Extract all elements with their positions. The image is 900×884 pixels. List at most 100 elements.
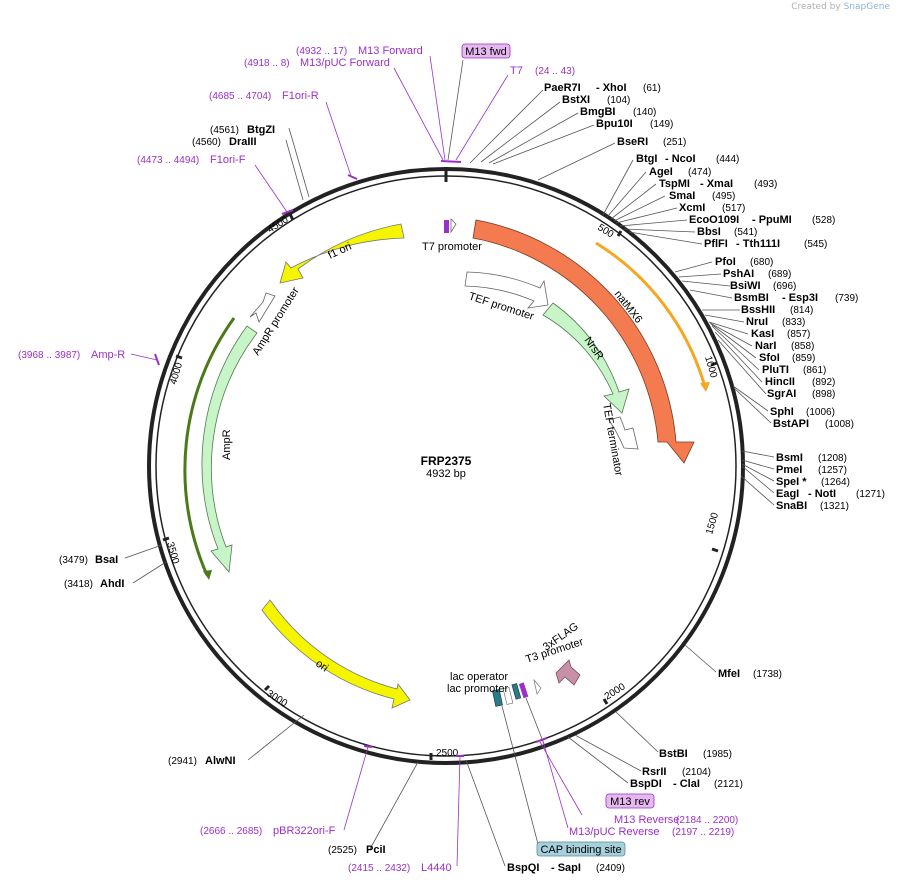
tick-1000: 1000: [702, 355, 719, 380]
site-bbsi-pos: (541): [734, 227, 757, 238]
lac-promoter-feature[interactable]: [502, 687, 514, 705]
site-tth111i-pos: (545): [804, 239, 827, 250]
site-bstbi: BstBI: [659, 748, 688, 760]
tick-2500: 2500: [436, 748, 459, 759]
f1-ori-feature[interactable]: [279, 223, 405, 284]
site-bstxi-pos: (104): [607, 95, 630, 106]
site-bsmi: BsmI: [776, 452, 803, 464]
site-pluti-pos: (861): [803, 365, 826, 376]
primer-leader-lines: [130, 55, 583, 867]
site-pmei: PmeI: [776, 464, 802, 476]
m13-rev-box[interactable]: [605, 793, 655, 809]
nrsr-feature[interactable]: [542, 302, 630, 414]
site-esp3i: - Esp3I: [782, 292, 818, 304]
cap-binding-feature[interactable]: [492, 688, 503, 707]
site-xhoi-pos: (61): [643, 83, 661, 94]
site-hincii-pos: (892): [812, 377, 835, 388]
site-xcmi-pos: (517): [722, 203, 745, 214]
tick-2000: 2000: [603, 681, 628, 702]
site-ncoi-pos: (444): [716, 154, 739, 165]
site-btgzi-pos: (4561): [210, 125, 239, 136]
amp-r-pos: (3968 .. 3987): [18, 350, 80, 361]
tick-marks: [162, 170, 719, 760]
site-snabi: SnaBI: [776, 500, 807, 512]
m13-rev-box-label: M13 rev: [610, 796, 650, 808]
site-xcmi: XcmI: [679, 202, 705, 214]
site-tth111i: - Tth111I: [736, 238, 780, 250]
site-bseri: BseRI: [617, 136, 648, 148]
site-smai: SmaI: [669, 190, 695, 202]
site-nrui: NruI: [746, 316, 768, 328]
natmx6-orf-arrowhead: [700, 382, 710, 392]
site-pmei-pos: (1257): [818, 465, 847, 476]
site-nari: NarI: [755, 340, 776, 352]
site-pfoi: PfoI: [715, 256, 736, 268]
site-clai-pos: (2121): [714, 779, 743, 790]
l4440-pos: (2415 .. 2432): [348, 863, 410, 874]
flag-feature[interactable]: [555, 659, 581, 686]
tick-1500: 1500: [704, 511, 721, 536]
site-pshai: PshAI: [723, 268, 754, 280]
tef-promoter-feature[interactable]: [464, 271, 549, 309]
site-btgi: BtgI: [636, 153, 657, 165]
site-btgzi: BtgZI: [247, 124, 275, 136]
m13-puc-reverse-pos: (2197 .. 2219): [672, 827, 734, 838]
site-smai-pos: (495): [712, 191, 735, 202]
site-alwni: AlwNI: [205, 755, 236, 767]
site-bspdi: BspDI: [630, 778, 662, 790]
site-rsrii-pos: (2104): [682, 767, 711, 778]
site-bsshii: BssHII: [741, 304, 775, 316]
site-bpu10i-pos: (149): [650, 119, 673, 130]
ampr-orf-arc: [183, 317, 236, 576]
site-clai: - ClaI: [673, 778, 700, 790]
m13-puc-reverse-name: M13/pUC Reverse: [569, 826, 659, 838]
plasmid-name: FRP2375: [421, 454, 472, 468]
natmx6-feature[interactable]: [472, 219, 695, 464]
site-bstbi-pos: (1985): [703, 749, 732, 760]
site-bseri-pos: (251): [663, 137, 686, 148]
f1ori-f-pos: (4473 .. 4494): [137, 155, 199, 166]
t7-promoter-feature[interactable]: [450, 218, 457, 234]
site-mfei-pos: (1738): [753, 669, 782, 680]
ampr-promoter-feature[interactable]: [249, 292, 276, 323]
tick-labels: 500 1000 1500 2000 2500 3000 3500 4000 4…: [164, 214, 721, 759]
m13-reverse-pos: (2184 .. 2200): [676, 815, 738, 826]
site-spei-pos: (1264): [821, 477, 850, 488]
ori-label: ori: [313, 658, 330, 675]
site-sapi-pos: (2409): [596, 863, 625, 874]
site-nari-pos: (858): [791, 341, 814, 352]
site-esp3i-pos: (739): [835, 293, 858, 304]
site-sgrai: SgrAI: [767, 388, 796, 400]
ampr-feature[interactable]: [201, 325, 258, 573]
m13-puc-forward-pos: (4918 .. 8): [244, 58, 290, 69]
natmx6-orf-arc: [595, 241, 707, 388]
site-bmgbi-pos: (140): [633, 107, 656, 118]
m13-reverse-name: M13 Reverse: [614, 814, 679, 826]
site-nrui-pos: (833): [782, 317, 805, 328]
site-sgrai-pos: (898): [812, 389, 835, 400]
ampr-orf-arrowhead: [203, 570, 212, 580]
cap-binding-box[interactable]: [536, 841, 626, 857]
ori-feature[interactable]: [261, 599, 411, 709]
tick-500: 500: [595, 222, 615, 240]
site-ppumi: - PpuMI: [752, 214, 792, 226]
tef-terminator-feature[interactable]: [608, 416, 639, 450]
site-mfei: MfeI: [718, 668, 740, 680]
site-noti: - NotI: [808, 488, 836, 500]
m13-fwd-box[interactable]: [461, 43, 511, 59]
lac-operator-label: lac operator: [450, 671, 508, 683]
site-bpu10i: Bpu10I: [596, 118, 633, 130]
site-draiii: DraIII: [229, 136, 257, 148]
site-pfoi-pos: (680): [750, 257, 773, 268]
site-sphi: SphI: [770, 406, 794, 418]
m13-rev-bar: [518, 682, 529, 699]
tick-4000: 4000: [168, 361, 185, 386]
lac-operator-feature[interactable]: [511, 683, 522, 700]
site-pshai-pos: (689): [768, 269, 791, 280]
t7-primer-name: T7: [510, 65, 523, 77]
l4440-name: L4440: [421, 862, 452, 874]
t3-promoter-feature[interactable]: [533, 678, 542, 695]
plasmid-length: 4932 bp: [426, 468, 466, 480]
site-pcii: PciI: [366, 844, 386, 856]
